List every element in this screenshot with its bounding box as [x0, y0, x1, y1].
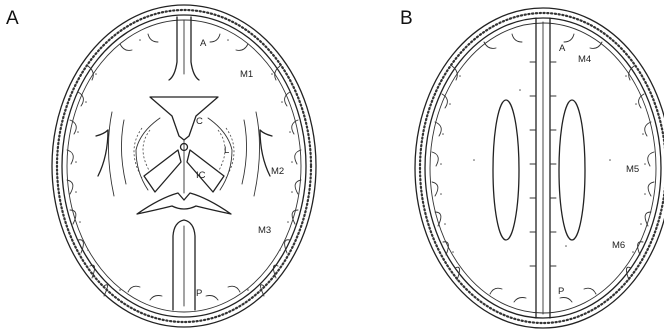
panel-b-letter: B — [400, 8, 413, 29]
region-label-caudate: C — [196, 116, 203, 127]
region-label-m3: M3 — [258, 225, 271, 236]
region-label-p-posterior: P — [558, 286, 564, 297]
region-label-m2: M2 — [271, 166, 284, 177]
region-label-internal-capsule: IC — [196, 170, 206, 181]
left-insula-lines — [108, 112, 126, 196]
right-ventricle-body — [187, 150, 224, 192]
region-label-m4: M4 — [578, 54, 591, 65]
panel-b: B A M4 M5 M6 P — [400, 8, 664, 328]
left-sylvian-fissure — [96, 130, 108, 176]
region-label-m1: M1 — [240, 69, 253, 80]
region-label-p-posterior: P — [196, 288, 202, 299]
region-label-a-anterior: A — [200, 38, 207, 49]
left-caudate-outline — [136, 118, 160, 190]
right-insula-lines — [242, 112, 260, 196]
left-ventricle-body — [144, 150, 181, 192]
frontal-horns — [150, 97, 218, 140]
region-label-m6: M6 — [612, 240, 625, 251]
right-oval-marker — [559, 100, 585, 240]
panel-a: A — [6, 5, 316, 327]
region-label-a-anterior: A — [559, 43, 566, 54]
left-oval-marker — [493, 100, 519, 240]
region-label-m5: M5 — [626, 164, 639, 175]
region-label-lentiform: L — [224, 145, 229, 156]
panel-a-letter: A — [6, 8, 19, 29]
occipital-horns — [137, 193, 231, 214]
